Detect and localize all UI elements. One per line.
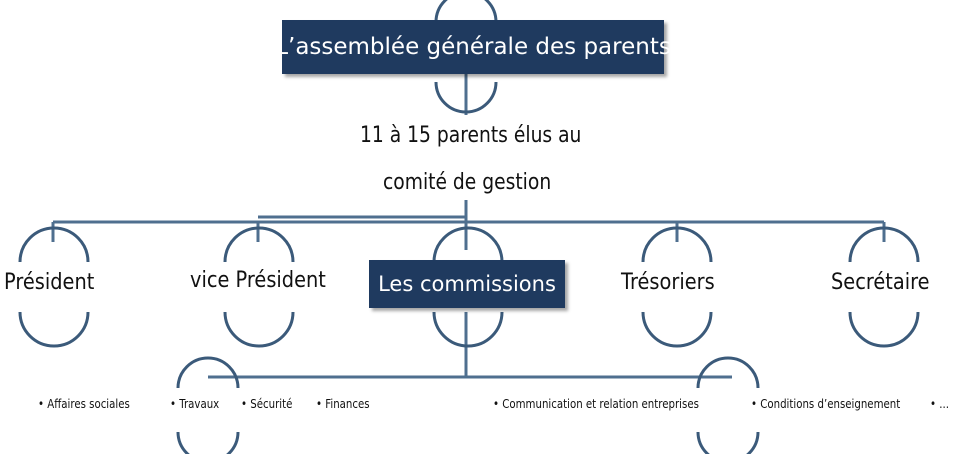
bottom-arc-commission-group-1 [176,431,240,454]
top-arc-commission-group-2 [696,356,760,389]
bottom-arc-vice-president [223,311,295,348]
bottom-arc-commission-group-2 [696,431,760,454]
members-line-2: comité de gestion [383,170,552,195]
commission-conditions: • Conditions d’enseignement [751,397,901,411]
members-line-1: 11 à 15 parents élus au [360,123,582,148]
top-arc-president [18,226,90,263]
top-arc-commissions [432,226,504,263]
role-commissions: Les commissions [378,272,556,296]
top-arc-title [434,0,498,23]
commission-affaires-sociales: • Affaires sociales [38,397,130,411]
role-secretaire: Secrétaire [831,270,930,295]
commission-travaux: • Travaux [170,397,220,411]
role-tresoriers: Trésoriers [621,270,715,295]
bottom-arc-secretaire [848,311,920,348]
bottom-arc-commissions [432,311,504,348]
top-arc-vice-president [223,226,295,263]
commission-securite: • Sécurité [241,397,293,411]
commission-finances: • Finances [316,397,370,411]
top-arc-commission-group-1 [176,356,240,389]
commissions-box: Les commissions [369,260,565,308]
bottom-arc-tresoriers [641,311,713,348]
bottom-arc-title [434,81,498,114]
title-text: L’assemblée générale des parents [275,34,671,60]
top-arc-tresoriers [641,226,713,263]
top-arc-secretaire [848,226,920,263]
title-box: L’assemblée générale des parents [275,20,671,74]
role-vice-president: vice Président [190,268,326,293]
bottom-arc-president [18,311,90,348]
commission-communication: • Communication et relation entreprises [493,397,699,411]
role-president: Président [4,270,95,295]
commission-more: • ... [930,397,949,411]
